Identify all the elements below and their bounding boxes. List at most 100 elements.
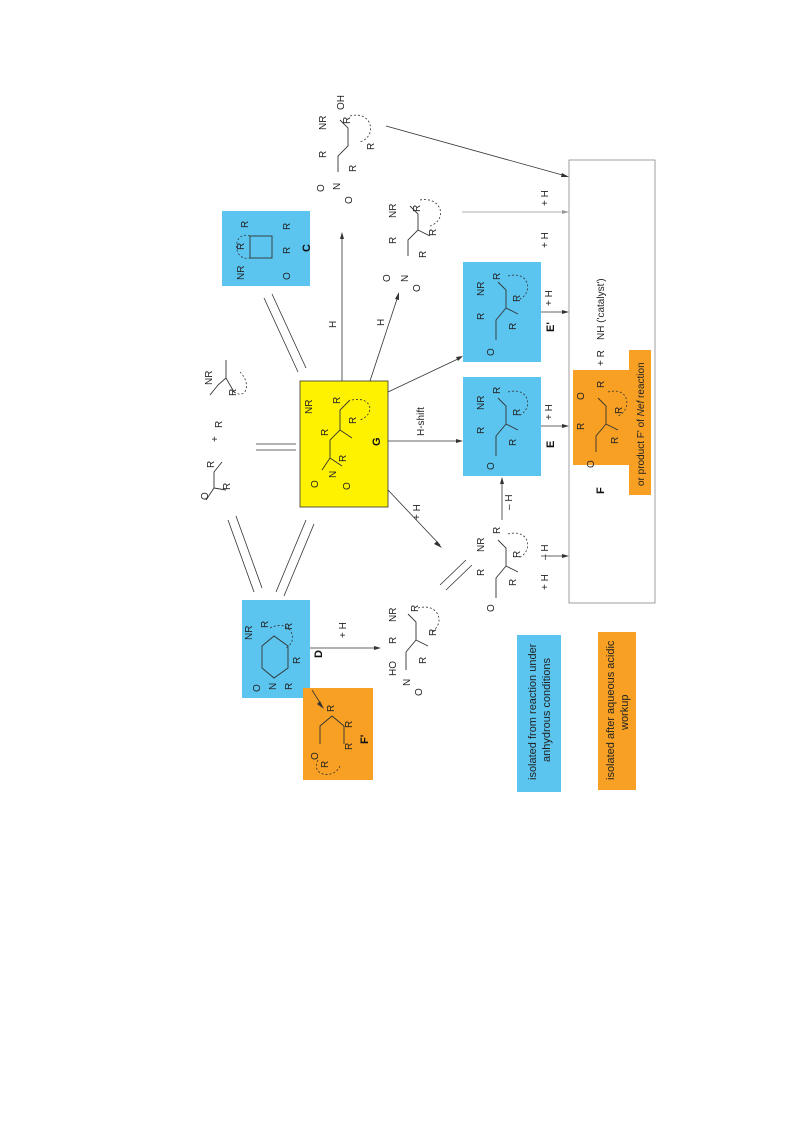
box-G xyxy=(299,380,389,508)
box-E xyxy=(463,377,541,476)
atom-R3-Fprime: R xyxy=(344,721,355,728)
atom-R2-C: R xyxy=(236,243,247,250)
atom-R1-nitronate: R xyxy=(428,229,439,236)
atom-NR2-E: NR xyxy=(476,396,487,410)
atom-R2-nitronate: R xyxy=(412,205,423,212)
structure-D: O N R R NR R R D xyxy=(244,621,325,692)
atom-O-Fprime: O xyxy=(310,752,321,760)
legend-workup-swatch xyxy=(598,632,636,790)
atom-R2-Eprime: R xyxy=(492,273,503,280)
atom-O2N-start: O xyxy=(200,492,211,500)
atom-O2-top: O xyxy=(344,196,355,204)
atom-R2-enamine: R xyxy=(492,527,503,534)
plus-sign: + xyxy=(210,436,221,442)
box-C xyxy=(222,211,310,286)
atom-O2N-E: O xyxy=(486,462,497,470)
atom-R3-enamine: R xyxy=(476,569,487,576)
atom-R4-E: R xyxy=(508,439,519,446)
label-F: F xyxy=(595,487,607,494)
box-F-prime xyxy=(303,688,373,780)
structure-F-prime: O R R R R F' xyxy=(310,705,371,775)
atom-R2-F: R xyxy=(596,381,607,388)
legend-anhydrous-line2: anhydrous conditions xyxy=(541,658,553,762)
atom-R2-top: R xyxy=(342,117,353,124)
atom-O-top: O xyxy=(316,184,327,192)
reagent-plus-h2o-enamine: + H xyxy=(540,574,551,590)
atom-O2N-F: O xyxy=(586,460,597,468)
atom-R1-start: R xyxy=(214,421,225,428)
structure-top-nitronate: O N O R R NR R R xyxy=(382,199,441,292)
atom-O2N-Eprime: O xyxy=(486,348,497,356)
atom-R4-Eprime: R xyxy=(508,323,519,330)
structure-F: O R R O R R F xyxy=(576,381,628,494)
atom-R1-G: R xyxy=(348,417,359,424)
atom-R4-enamine: R xyxy=(508,579,519,586)
atom-O2N-enamine: O xyxy=(486,604,497,612)
atom-R1-Fprime: R xyxy=(344,743,355,750)
reaction-arrows xyxy=(227,125,569,709)
atom-R1-D: R xyxy=(284,623,295,630)
atom-O2N-C: O xyxy=(282,272,293,280)
atom-NR2-lower: NR xyxy=(388,608,399,622)
atom-O-F: O xyxy=(576,392,587,400)
atom-N-nitronate: N xyxy=(400,275,411,282)
atom-R4-C: R xyxy=(282,247,293,254)
atom-R1-lower: R xyxy=(428,629,439,636)
atom-R4-start: R xyxy=(222,483,233,490)
atom-HO-lower: HO xyxy=(388,661,399,676)
atom-N-D: N xyxy=(268,683,279,690)
atom-R3-start: R xyxy=(206,461,217,468)
atom-O-lower: O xyxy=(414,688,425,696)
legend-anhydrous-swatch xyxy=(517,635,561,792)
label-E-prime: E' xyxy=(545,322,557,332)
structure-lower-enamine: O R R NR R R xyxy=(476,527,529,612)
atom-NR2-Eprime: NR xyxy=(476,282,487,296)
atom-R4-G: R xyxy=(338,455,349,462)
atom-NR2-start: NR xyxy=(204,371,215,385)
atom-R3-lower: R xyxy=(388,637,399,644)
atom-R1-Eprime: R xyxy=(512,295,523,302)
reagent-catalyst-tail: NH ('catalyst') xyxy=(596,278,607,340)
atom-NR2-D: NR xyxy=(244,626,255,640)
structure-top-iminium: O N O R R NR OH R R xyxy=(316,95,377,204)
atom-R2-D: R xyxy=(260,621,271,628)
box-F xyxy=(573,370,629,465)
atom-R3-nitronate: R xyxy=(388,237,399,244)
atom-R1-enamine: R xyxy=(512,551,523,558)
atom-R1-top: R xyxy=(366,143,377,150)
structure-lower-nitronate: HO N O R R NR R R xyxy=(388,605,440,696)
reagent-plus-h-top: + H xyxy=(540,190,551,206)
atom-R1-F: R xyxy=(614,407,625,414)
reagent-plus-h-D: + H xyxy=(338,622,349,638)
structure-starting-materials: O R R + R NR R xyxy=(200,360,247,501)
atom-N-lower: N xyxy=(402,679,413,686)
atom-R4-nitronate: R xyxy=(418,251,429,258)
atom-R3-D: R xyxy=(292,657,303,664)
atom-N-G: N xyxy=(328,471,339,478)
box-E-prime xyxy=(463,262,541,362)
atom-R3-Eprime: R xyxy=(476,313,487,320)
structure-G: O N O R R NR R R G xyxy=(304,397,383,490)
atom-R4-F: R xyxy=(610,437,621,444)
atom-R3-F: R xyxy=(576,423,587,430)
atom-R2-Fprime: R xyxy=(320,761,331,768)
box-D xyxy=(242,600,310,698)
reagent-minus-h-E: – H xyxy=(504,494,515,510)
atom-N-top: N xyxy=(332,183,343,190)
atom-R1-C: R xyxy=(240,221,251,228)
atom-R3-G: R xyxy=(320,429,331,436)
atom-R2-E: R xyxy=(492,387,503,394)
note-nef: or product F' of Nef reaction xyxy=(636,362,647,486)
legend-workup-line2: workup xyxy=(619,695,631,731)
atom-R3-top: R xyxy=(318,151,329,158)
atom-R3-C: R xyxy=(282,223,293,230)
reagent-plus-h2o-E: + H xyxy=(544,404,555,420)
label-D: D xyxy=(313,650,325,658)
reagent-h-minus: H xyxy=(376,319,387,326)
reagent-h2o-top: H xyxy=(328,321,339,328)
atom-R1-E: R xyxy=(512,409,523,416)
product-frame xyxy=(568,159,656,604)
label-G: G xyxy=(371,437,383,446)
atom-R3-E: R xyxy=(476,427,487,434)
